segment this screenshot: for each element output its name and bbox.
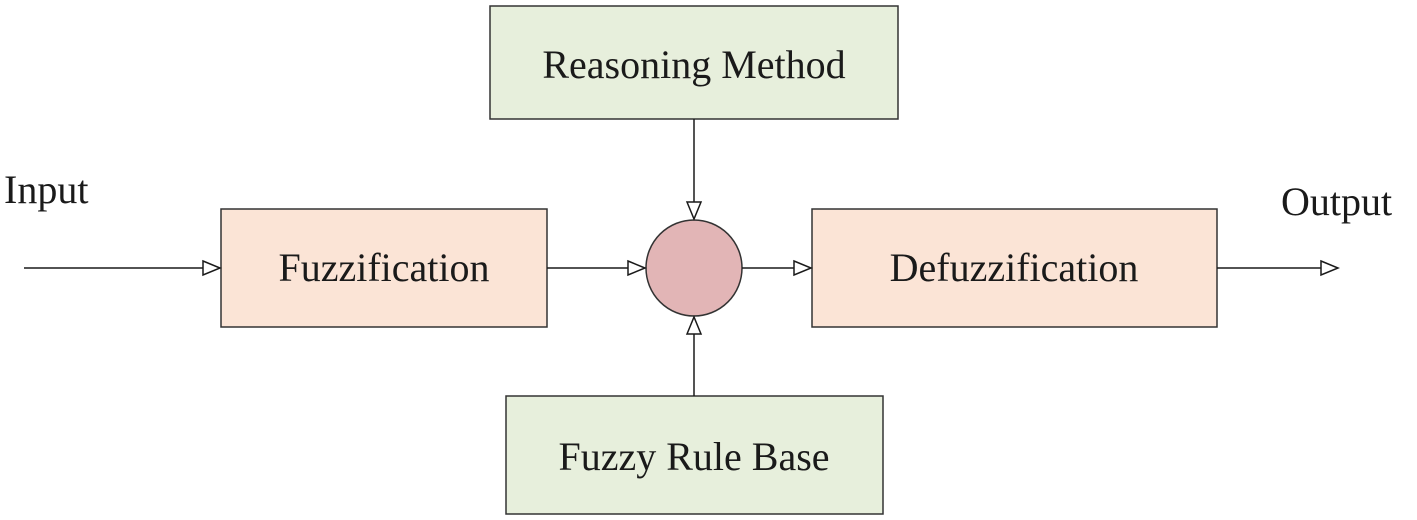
output-arrowhead: [1320, 259, 1340, 277]
reasoning-method-node: Reasoning Method: [489, 5, 899, 120]
input-arrowhead: [202, 259, 222, 277]
defuzzification-node: Defuzzification: [811, 208, 1218, 328]
fuzzification-node: Fuzzification: [220, 208, 548, 328]
input-edge: [24, 259, 222, 277]
fuzzification-label: Fuzzification: [278, 245, 489, 290]
inference-bottom-arrowhead: [685, 315, 703, 335]
inference-left-arrowhead: [627, 259, 647, 277]
defuzzification-label: Defuzzification: [890, 245, 1139, 290]
output-edge: [1217, 259, 1340, 277]
input-label: Input: [4, 167, 88, 212]
rule-base-to-inference-edge: [685, 315, 703, 396]
inference-node: [645, 219, 743, 317]
fuzzification-to-inference-edge: [547, 259, 647, 277]
reasoning-to-inference-edge: [685, 119, 703, 221]
fuzzy-rule-base-node: Fuzzy Rule Base: [505, 395, 884, 515]
inference-top-arrowhead: [685, 201, 703, 221]
output-label: Output: [1281, 179, 1392, 224]
fuzzy-rule-base-label: Fuzzy Rule Base: [558, 434, 829, 479]
defuzzification-arrowhead: [793, 259, 813, 277]
inference-to-defuzzification-edge: [742, 259, 813, 277]
reasoning-method-label: Reasoning Method: [542, 42, 845, 87]
